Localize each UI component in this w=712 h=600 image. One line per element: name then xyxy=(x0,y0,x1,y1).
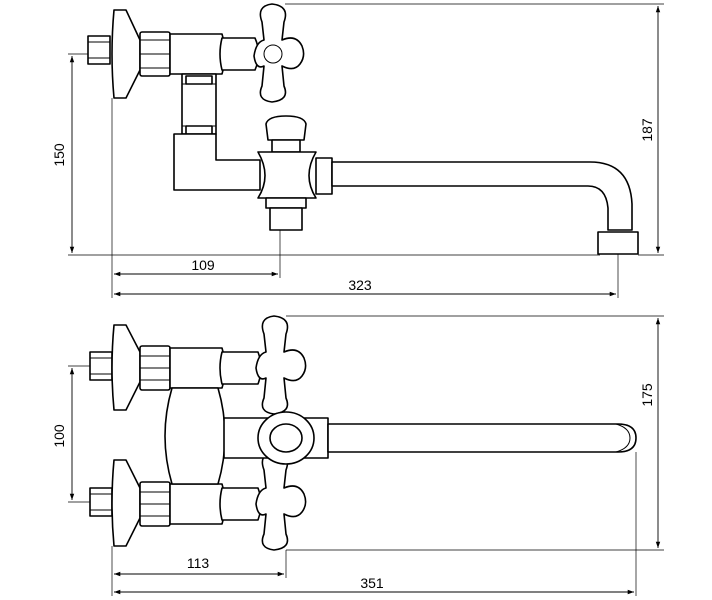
bottom-lower-inlet xyxy=(89,459,262,547)
top-spout xyxy=(331,161,633,231)
bottom-dim-vertical-right: 175 xyxy=(286,315,664,551)
bottom-spout xyxy=(327,423,637,453)
top-valve-bonnet xyxy=(219,37,260,71)
top-riser-pipe xyxy=(181,73,217,135)
bottom-upper-cross-handle xyxy=(255,315,307,415)
bottom-upper-inlet xyxy=(89,324,262,411)
top-bottom-outlet xyxy=(265,197,307,231)
bottom-dim-113-label: 113 xyxy=(187,555,210,571)
top-valve-body xyxy=(169,33,226,75)
bottom-dim-vertical-left: 100 xyxy=(51,365,90,503)
top-dim-323-label: 323 xyxy=(348,277,372,293)
top-diverter-body xyxy=(257,151,317,199)
top-hex-nut xyxy=(139,31,171,77)
top-dim-horizontal-short: 109 xyxy=(111,98,281,298)
top-cross-handle xyxy=(253,3,305,103)
top-spout-collar xyxy=(315,157,333,195)
top-mixer-body xyxy=(173,133,261,191)
bottom-dim-horizontal-long: 351 xyxy=(114,452,637,596)
bottom-bridge-body xyxy=(164,387,226,485)
bottom-dim-horizontal-short: 113 xyxy=(111,546,287,596)
top-dim-horizontal-long: 323 xyxy=(114,254,619,298)
top-wall-connector xyxy=(87,35,111,65)
top-view-side-elevation: 150 187 109 323 xyxy=(51,3,664,298)
top-dim-150-label: 150 xyxy=(51,143,67,167)
bottom-dim-100-label: 100 xyxy=(51,424,67,448)
top-dim-vertical-left: 150 xyxy=(51,53,600,256)
bottom-lower-cross-handle xyxy=(255,451,307,551)
bottom-view-front-elevation: 100 175 113 351 xyxy=(51,315,664,596)
top-spout-tip xyxy=(597,231,639,255)
bottom-dim-351-label: 351 xyxy=(360,575,384,591)
top-wall-flange xyxy=(111,9,141,99)
top-dim-109-label: 109 xyxy=(191,257,215,273)
top-dim-187-label: 187 xyxy=(639,118,655,142)
top-dim-vertical-right: 187 xyxy=(285,3,664,256)
bottom-spout-tip xyxy=(615,423,631,453)
top-diverter-knob xyxy=(265,115,307,153)
bottom-diverter xyxy=(257,411,315,465)
bottom-dim-175-label: 175 xyxy=(639,383,655,407)
